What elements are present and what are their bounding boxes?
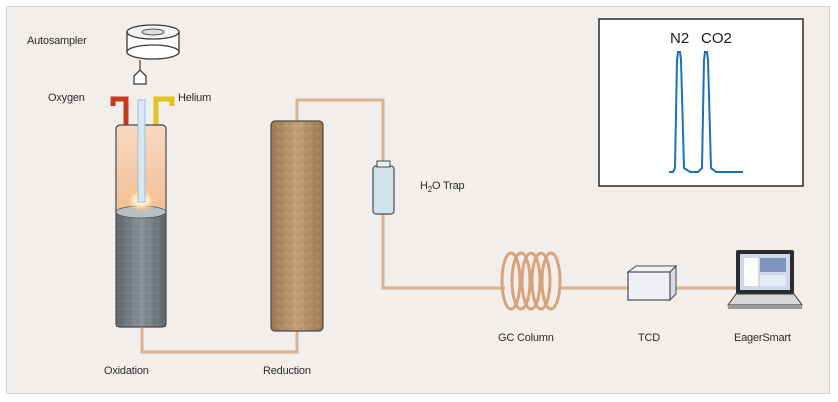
chromatogram-panel [598,18,804,187]
tcd-detector [626,264,678,302]
co2-peak-label: CO2 [701,30,732,47]
h2o-trap-label-h: H [420,180,428,192]
reduction-column [270,120,324,332]
h2o-trap [372,160,395,215]
h2o-trap-label-sub: 2 [427,185,432,195]
sample-drop-tube [137,99,146,203]
oxygen-label: Oxygen [48,92,85,104]
chromatogram-trace [669,51,743,173]
h2o-trap-label-rest: O Trap [432,180,465,192]
tcd-label: TCD [638,332,661,344]
oxygen-fitting [110,96,129,125]
gc-column-coil [500,251,562,311]
reduction-label: Reduction [263,365,311,377]
sample-capsule [133,60,147,85]
eager-smart-label: EagerSmart [734,332,791,344]
oxidation-label: Oxidation [104,365,149,377]
n2-peak-label: N2 [670,30,690,47]
helium-fitting [153,96,175,125]
autosampler-label: Autosampler [27,35,87,47]
tube-reduction-to-trap [295,98,385,166]
oxidation-column [115,99,167,328]
h2o-trap-label: H2O Trap [420,180,465,195]
computer-laptop [727,250,803,309]
helium-label: Helium [178,92,212,104]
gc-column-label: GC Column [498,332,554,344]
tube-trap-to-column [381,214,505,290]
autosampler-carousel [126,24,180,60]
tubing [140,98,736,354]
tube-oxidation-to-reduction [140,328,299,354]
